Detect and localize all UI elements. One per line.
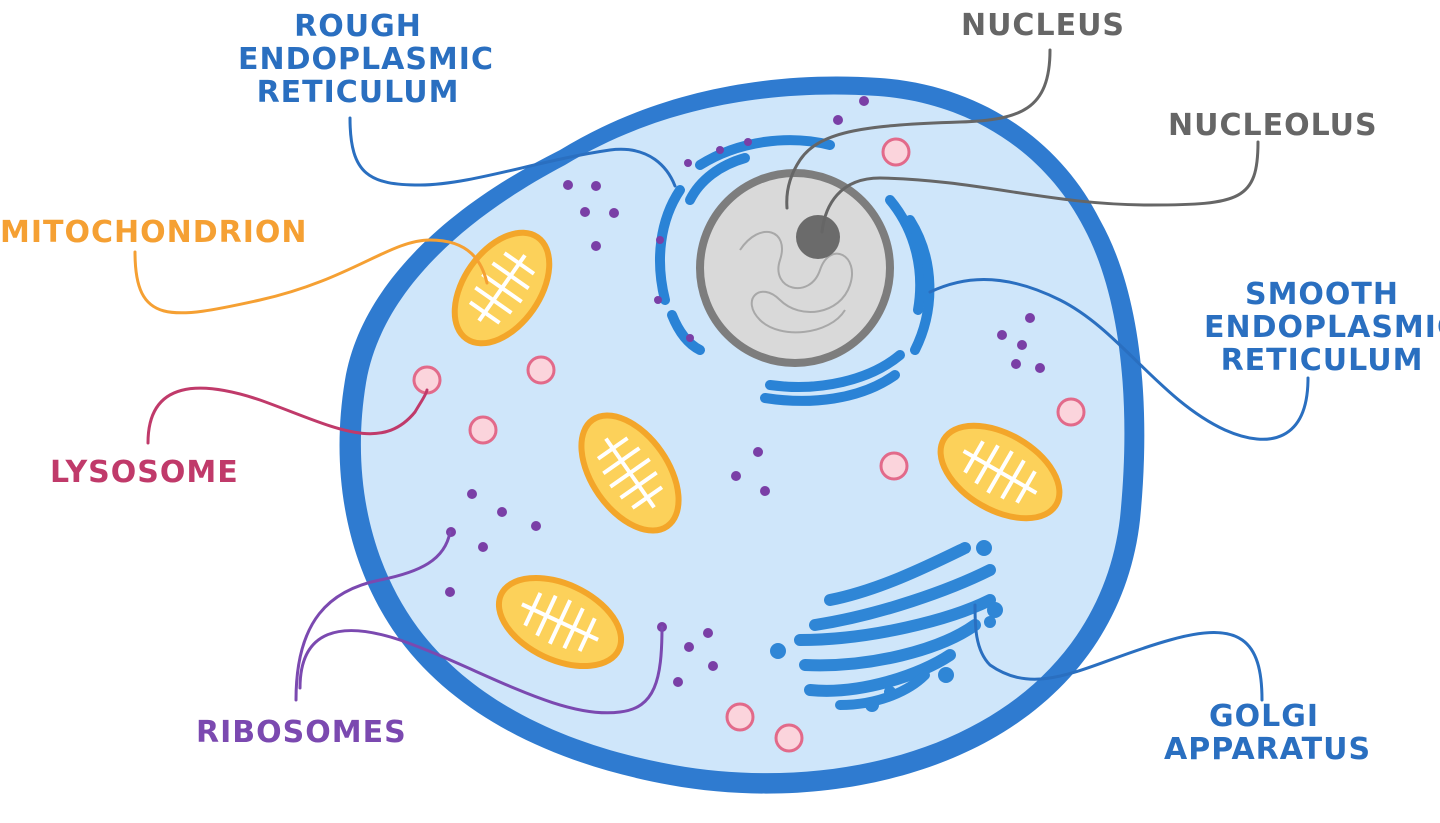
mitochondrion bbox=[937, 422, 1063, 522]
lysosome bbox=[725, 702, 755, 732]
lysosome bbox=[526, 355, 556, 385]
free-ribosomes bbox=[445, 96, 1045, 687]
leader-lines bbox=[133, 48, 1310, 715]
chromatin bbox=[739, 230, 853, 334]
nucleolus-leader bbox=[820, 140, 1260, 234]
nucleus bbox=[696, 169, 894, 367]
lysosome-leader bbox=[146, 386, 429, 445]
label-smooth-er: SMOOTH ENDOPLASMIC RETICULUM bbox=[1204, 277, 1440, 378]
rough-er-leader bbox=[348, 116, 677, 188]
label-ribosomes: RIBOSOMES bbox=[196, 715, 407, 750]
golgi-leader bbox=[973, 603, 1264, 702]
nucleolus bbox=[796, 215, 840, 259]
mitochondrion bbox=[495, 574, 625, 670]
lysosome bbox=[774, 723, 804, 753]
mitochondria bbox=[451, 229, 1063, 670]
golgi-vesicles bbox=[770, 540, 1003, 712]
nucleus-leader bbox=[785, 48, 1052, 210]
label-lysosome: LYSOSOME bbox=[50, 455, 239, 490]
label-golgi: GOLGI APPARATUS bbox=[1164, 699, 1372, 767]
smooth-er-leader bbox=[928, 278, 1310, 441]
label-rough-er: ROUGH ENDOPLASMIC RETICULUM bbox=[238, 9, 494, 110]
lysosomes bbox=[412, 137, 1086, 753]
smooth-er bbox=[760, 195, 935, 406]
rough-er-ribosomes bbox=[654, 138, 752, 342]
mitochondrion bbox=[578, 412, 682, 534]
label-nucleolus: NUCLEOLUS bbox=[1168, 108, 1378, 143]
lysosome bbox=[1056, 397, 1086, 427]
label-nucleus: NUCLEUS bbox=[960, 8, 1126, 43]
mitochondrion-leader bbox=[133, 238, 489, 315]
ribosomes-leader-2 bbox=[298, 625, 664, 715]
lysosome bbox=[879, 451, 909, 481]
rough-er bbox=[655, 135, 835, 355]
label-mitochondrion: MITOCHONDRION bbox=[0, 215, 308, 250]
lysosome bbox=[881, 137, 911, 167]
ribosomes-leader-1 bbox=[294, 530, 452, 702]
lysosome bbox=[468, 415, 498, 445]
